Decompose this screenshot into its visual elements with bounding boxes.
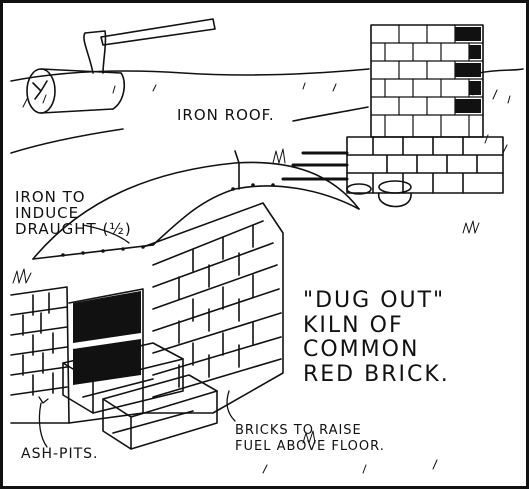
iron-draught-line-1: IRON TO	[15, 188, 86, 206]
leader-bricks	[226, 390, 236, 422]
kiln-illustration	[10, 18, 524, 474]
brick-chimney	[281, 24, 504, 208]
leader-lines	[38, 224, 236, 448]
leader-iron-draught	[82, 224, 130, 244]
grass-tufts	[12, 148, 480, 474]
bricks-fuel-label: BRICKS TO RAISE FUEL ABOVE FLOOR.	[235, 423, 385, 456]
fuel-bricks	[62, 342, 218, 450]
bricks-fuel-line-2: FUEL ABOVE FLOOR.	[235, 439, 385, 455]
kiln-title-line-1: "DUG OUT"	[303, 288, 446, 313]
kiln-title-line-2: KILN OF	[303, 312, 404, 338]
bricks-fuel-line-1: BRICKS TO RAISE	[235, 423, 362, 438]
iron-draught-label: IRON TO INDUCE DRAUGHT (½)	[15, 189, 132, 238]
iron-roof	[32, 150, 360, 260]
log-with-axe	[26, 18, 216, 114]
iron-roof-label: IRON ROOF.	[177, 106, 275, 124]
leader-ash-pits	[38, 402, 48, 448]
kiln-title-line-4: RED BRICK.	[303, 361, 450, 387]
ash-pits-label: ASH-PITS.	[21, 446, 99, 462]
hillside	[10, 68, 524, 154]
kiln-title: "DUG OUT" KILN OF COMMON RED BRICK.	[303, 288, 450, 388]
iron-draught-line-2: INDUCE	[15, 204, 80, 223]
kiln-title-line-3: COMMON	[303, 337, 420, 363]
kiln-walls	[10, 202, 284, 424]
iron-draught-line-3: DRAUGHT (½)	[15, 220, 132, 239]
